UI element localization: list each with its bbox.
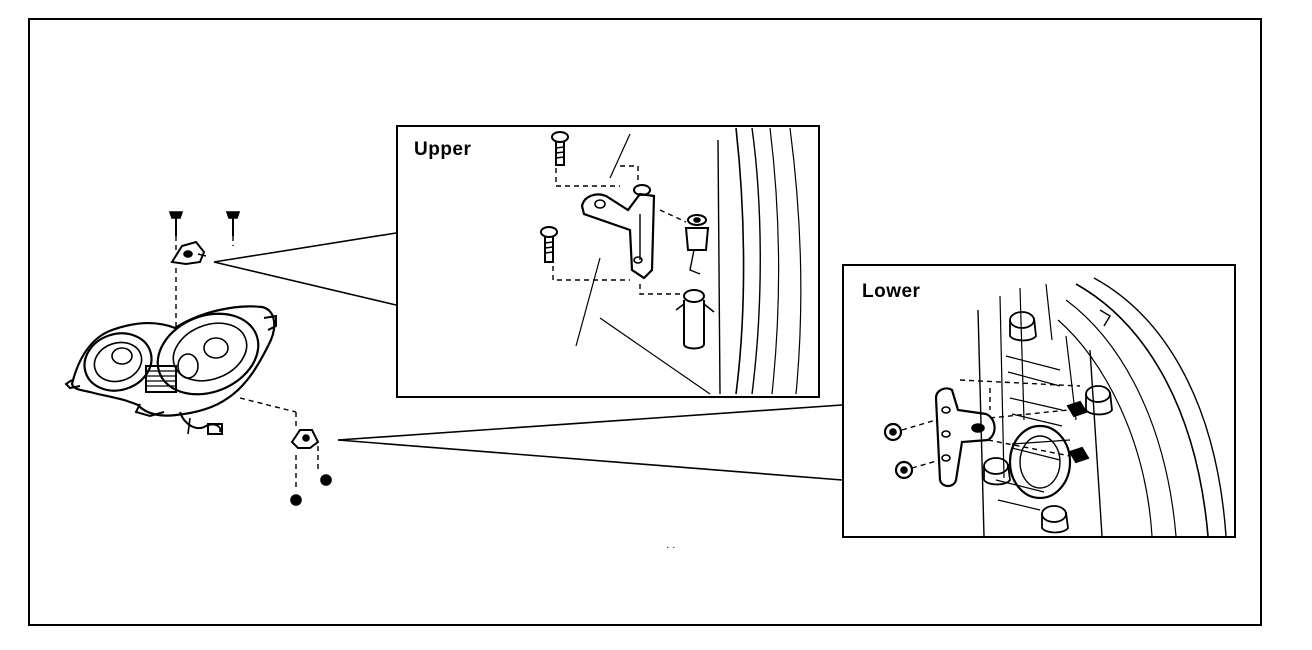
- upper-detail-drawing: [540, 127, 802, 395]
- lower-mount-bosses: [983, 311, 1113, 534]
- upper-receiver: [675, 289, 715, 350]
- reflector-grille: [145, 365, 177, 393]
- lower-mount-nuts: [290, 474, 332, 506]
- lower-bracket-detail: [934, 387, 996, 488]
- lower-callout-label: Lower: [862, 281, 921, 302]
- upper-detail-box: [396, 125, 820, 398]
- lower-callout-leader: [337, 404, 843, 481]
- upper-grommet: [684, 214, 710, 275]
- lower-bracket-small: [290, 429, 320, 449]
- upper-mount-screws: [168, 211, 241, 236]
- lower-detail-box: [842, 264, 1236, 538]
- upper-bracket-small: [170, 240, 207, 266]
- upper-callout-leader: [213, 232, 397, 306]
- upper-callout-label: Upper: [414, 139, 472, 160]
- upper-bolt-2: [540, 226, 558, 263]
- upper-bolt-1: [551, 131, 569, 166]
- upper-l-bracket: [580, 184, 656, 280]
- stray-mark: · ·: [666, 542, 676, 553]
- lower-detail-drawing: [883, 277, 1227, 537]
- headlight-unit: [64, 305, 277, 435]
- figure-frame: [28, 18, 1262, 626]
- lower-lamp-socket: [1008, 424, 1072, 500]
- assembly-guide-lines: [175, 236, 319, 490]
- lower-detail-nuts: [883, 422, 914, 480]
